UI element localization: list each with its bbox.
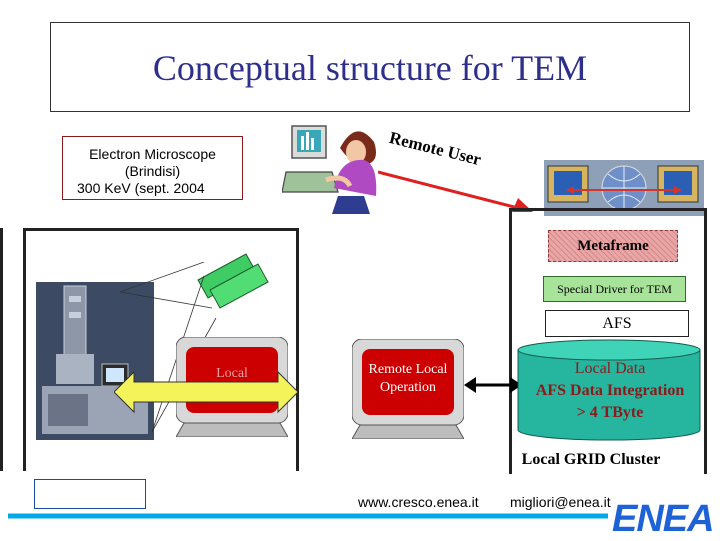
grid-cluster-border [509, 208, 707, 474]
remote-local-operation-label: Remote Local Operation [368, 362, 448, 395]
remote-user-label: Remote User [387, 128, 484, 170]
left-edge-border [0, 228, 26, 471]
microscope-image-icon [36, 282, 154, 440]
local-data-label: Local Data AFS Data Integration > 4 TByt… [520, 358, 700, 424]
local-data-line1: Local Data [574, 360, 646, 377]
em-line2: (Brindisi) [124, 163, 181, 179]
footer-email: migliori@enea.it [510, 494, 611, 510]
database-cylinder-icon [517, 339, 701, 441]
special-driver-box: Special Driver for TEM [543, 276, 686, 302]
microscope-panel-border [23, 228, 299, 471]
black-double-arrow-icon [464, 377, 522, 393]
em-line3: 300 KeV (sept. 2004 [77, 180, 205, 196]
metaframe-box: Metaframe [548, 230, 678, 262]
monitor-icon [197, 253, 269, 309]
grid-cluster-label: Local GRID Cluster [512, 448, 670, 472]
remote-user-person-icon [282, 125, 377, 214]
electron-microscope-label: Electron Microscope (Brindisi) 300 KeV (… [62, 136, 243, 200]
title-box: Conceptual structure for TEM [50, 22, 690, 112]
local-data-line2: AFS Data Integration [535, 382, 685, 399]
em-line1: Electron Microscope [89, 146, 216, 162]
page-title: Conceptual structure for TEM [152, 48, 588, 88]
computers-network-icon [544, 160, 704, 216]
footer-underline [8, 513, 608, 519]
enea-logo: ENEA [612, 498, 715, 540]
terminal-icon [352, 339, 464, 439]
local-data-line3: > 4 TByte [576, 404, 644, 421]
footer-blank-box [34, 479, 146, 509]
afs-box: AFS [545, 310, 689, 337]
double-arrow-icon [114, 370, 298, 414]
footer-url: www.cresco.enea.it [358, 494, 479, 510]
remote-local-operation-terminal: Remote Local Operation [352, 339, 464, 439]
